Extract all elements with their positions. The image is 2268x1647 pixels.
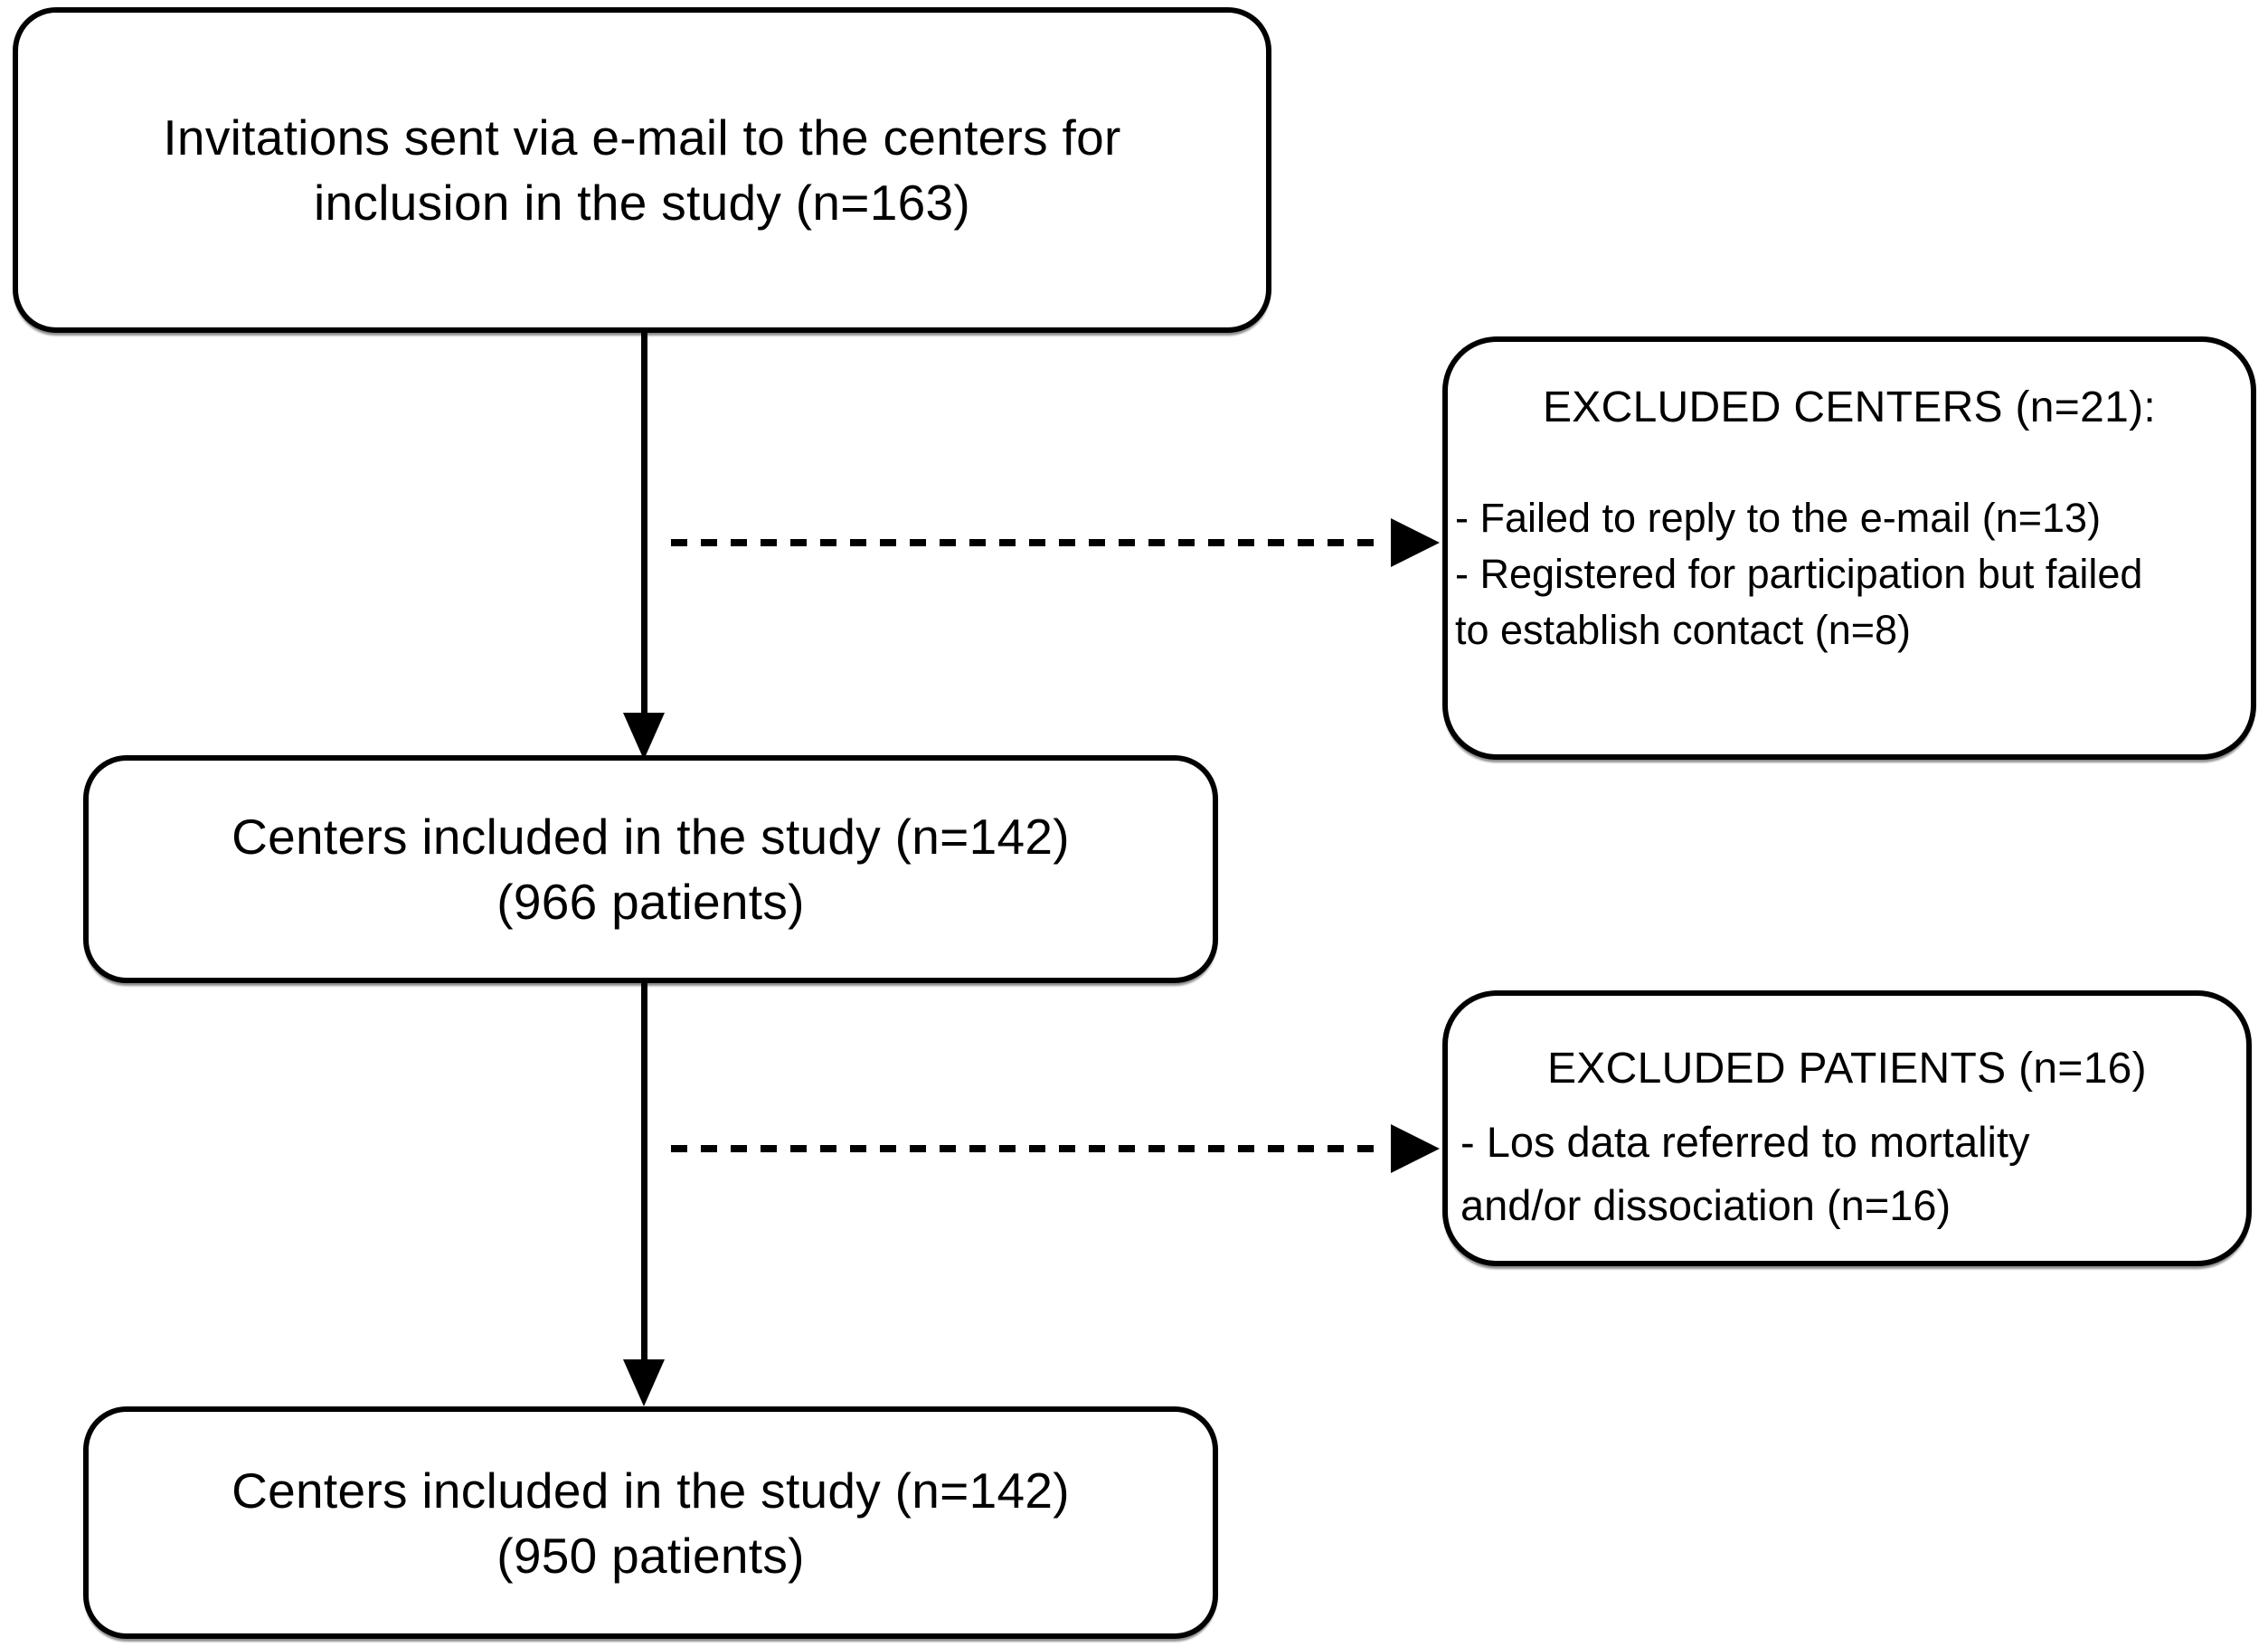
excluded-patients-title: EXCLUDED PATIENTS (n=16) [1547,1045,2147,1093]
right-arrowhead-icon [1391,1124,1440,1173]
excluded-centers-title: EXCLUDED CENTERS (n=21): [1542,383,2157,431]
excluded-centers-body: - Failed to reply to the e-mail (n=13) -… [1448,490,2251,658]
node-centers-included-966: Centers included in the study (n=142) (9… [83,755,1218,983]
excluded-patients-item-1-cont: and/or dissociation (n=16) [1460,1181,1951,1229]
invitations-line-2: inclusion in the study (n=163) [314,175,970,231]
excluded-centers-item-1: - Failed to reply to the e-mail (n=13) [1455,495,2102,541]
excluded-patients-body: - Los data referred to mortality and/or … [1448,1111,2246,1237]
excluded-patients-item-1: - Los data referred to mortality [1460,1118,2030,1166]
right-arrowhead-icon [1391,518,1440,567]
centers-included-line-2: (966 patients) [496,874,805,930]
final-centers-line-1: Centers included in the study (n=142) [232,1462,1070,1519]
node-centers-included-950: Centers included in the study (n=142) (9… [83,1406,1218,1639]
node-excluded-centers: EXCLUDED CENTERS (n=21): - Failed to rep… [1442,336,2256,760]
down-arrowhead-icon [623,1359,665,1406]
arrow-dashed-to-excluded-patients-line [671,1145,1387,1152]
arrow-invitations-to-included-line [641,333,647,722]
centers-included-line-1: Centers included in the study (n=142) [232,809,1070,865]
arrow-included-to-final-line [641,983,647,1363]
node-invitations: Invitations sent via e-mail to the cente… [13,7,1271,333]
node-excluded-patients: EXCLUDED PATIENTS (n=16) - Los data refe… [1442,990,2252,1266]
invitations-line-1: Invitations sent via e-mail to the cente… [163,109,1121,166]
excluded-centers-item-2: - Registered for participation but faile… [1455,551,2143,597]
arrow-dashed-to-excluded-centers-line [671,539,1387,546]
final-centers-line-2: (950 patients) [496,1527,805,1584]
excluded-centers-item-2-cont: to establish contact (n=8) [1455,607,1912,653]
down-arrowhead-icon [623,713,665,760]
